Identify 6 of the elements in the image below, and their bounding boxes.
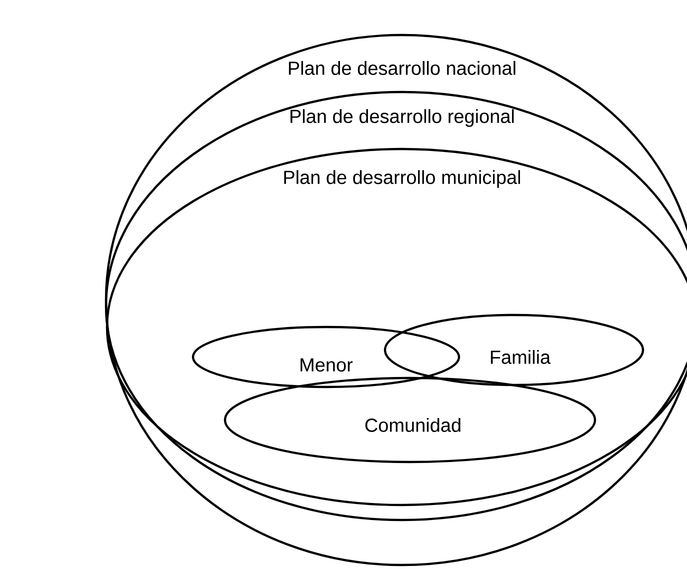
ellipse-label: Plan de desarrollo municipal <box>284 170 520 188</box>
ellipse-label: Plan de desarrollo regional <box>290 109 514 127</box>
ellipse-label: Menor <box>300 358 353 372</box>
ellipse-label: Plan de desarrollo nacional <box>288 61 516 75</box>
ellipse-label: Familia <box>490 350 551 364</box>
ellipse-label: Comunidad <box>365 418 460 432</box>
